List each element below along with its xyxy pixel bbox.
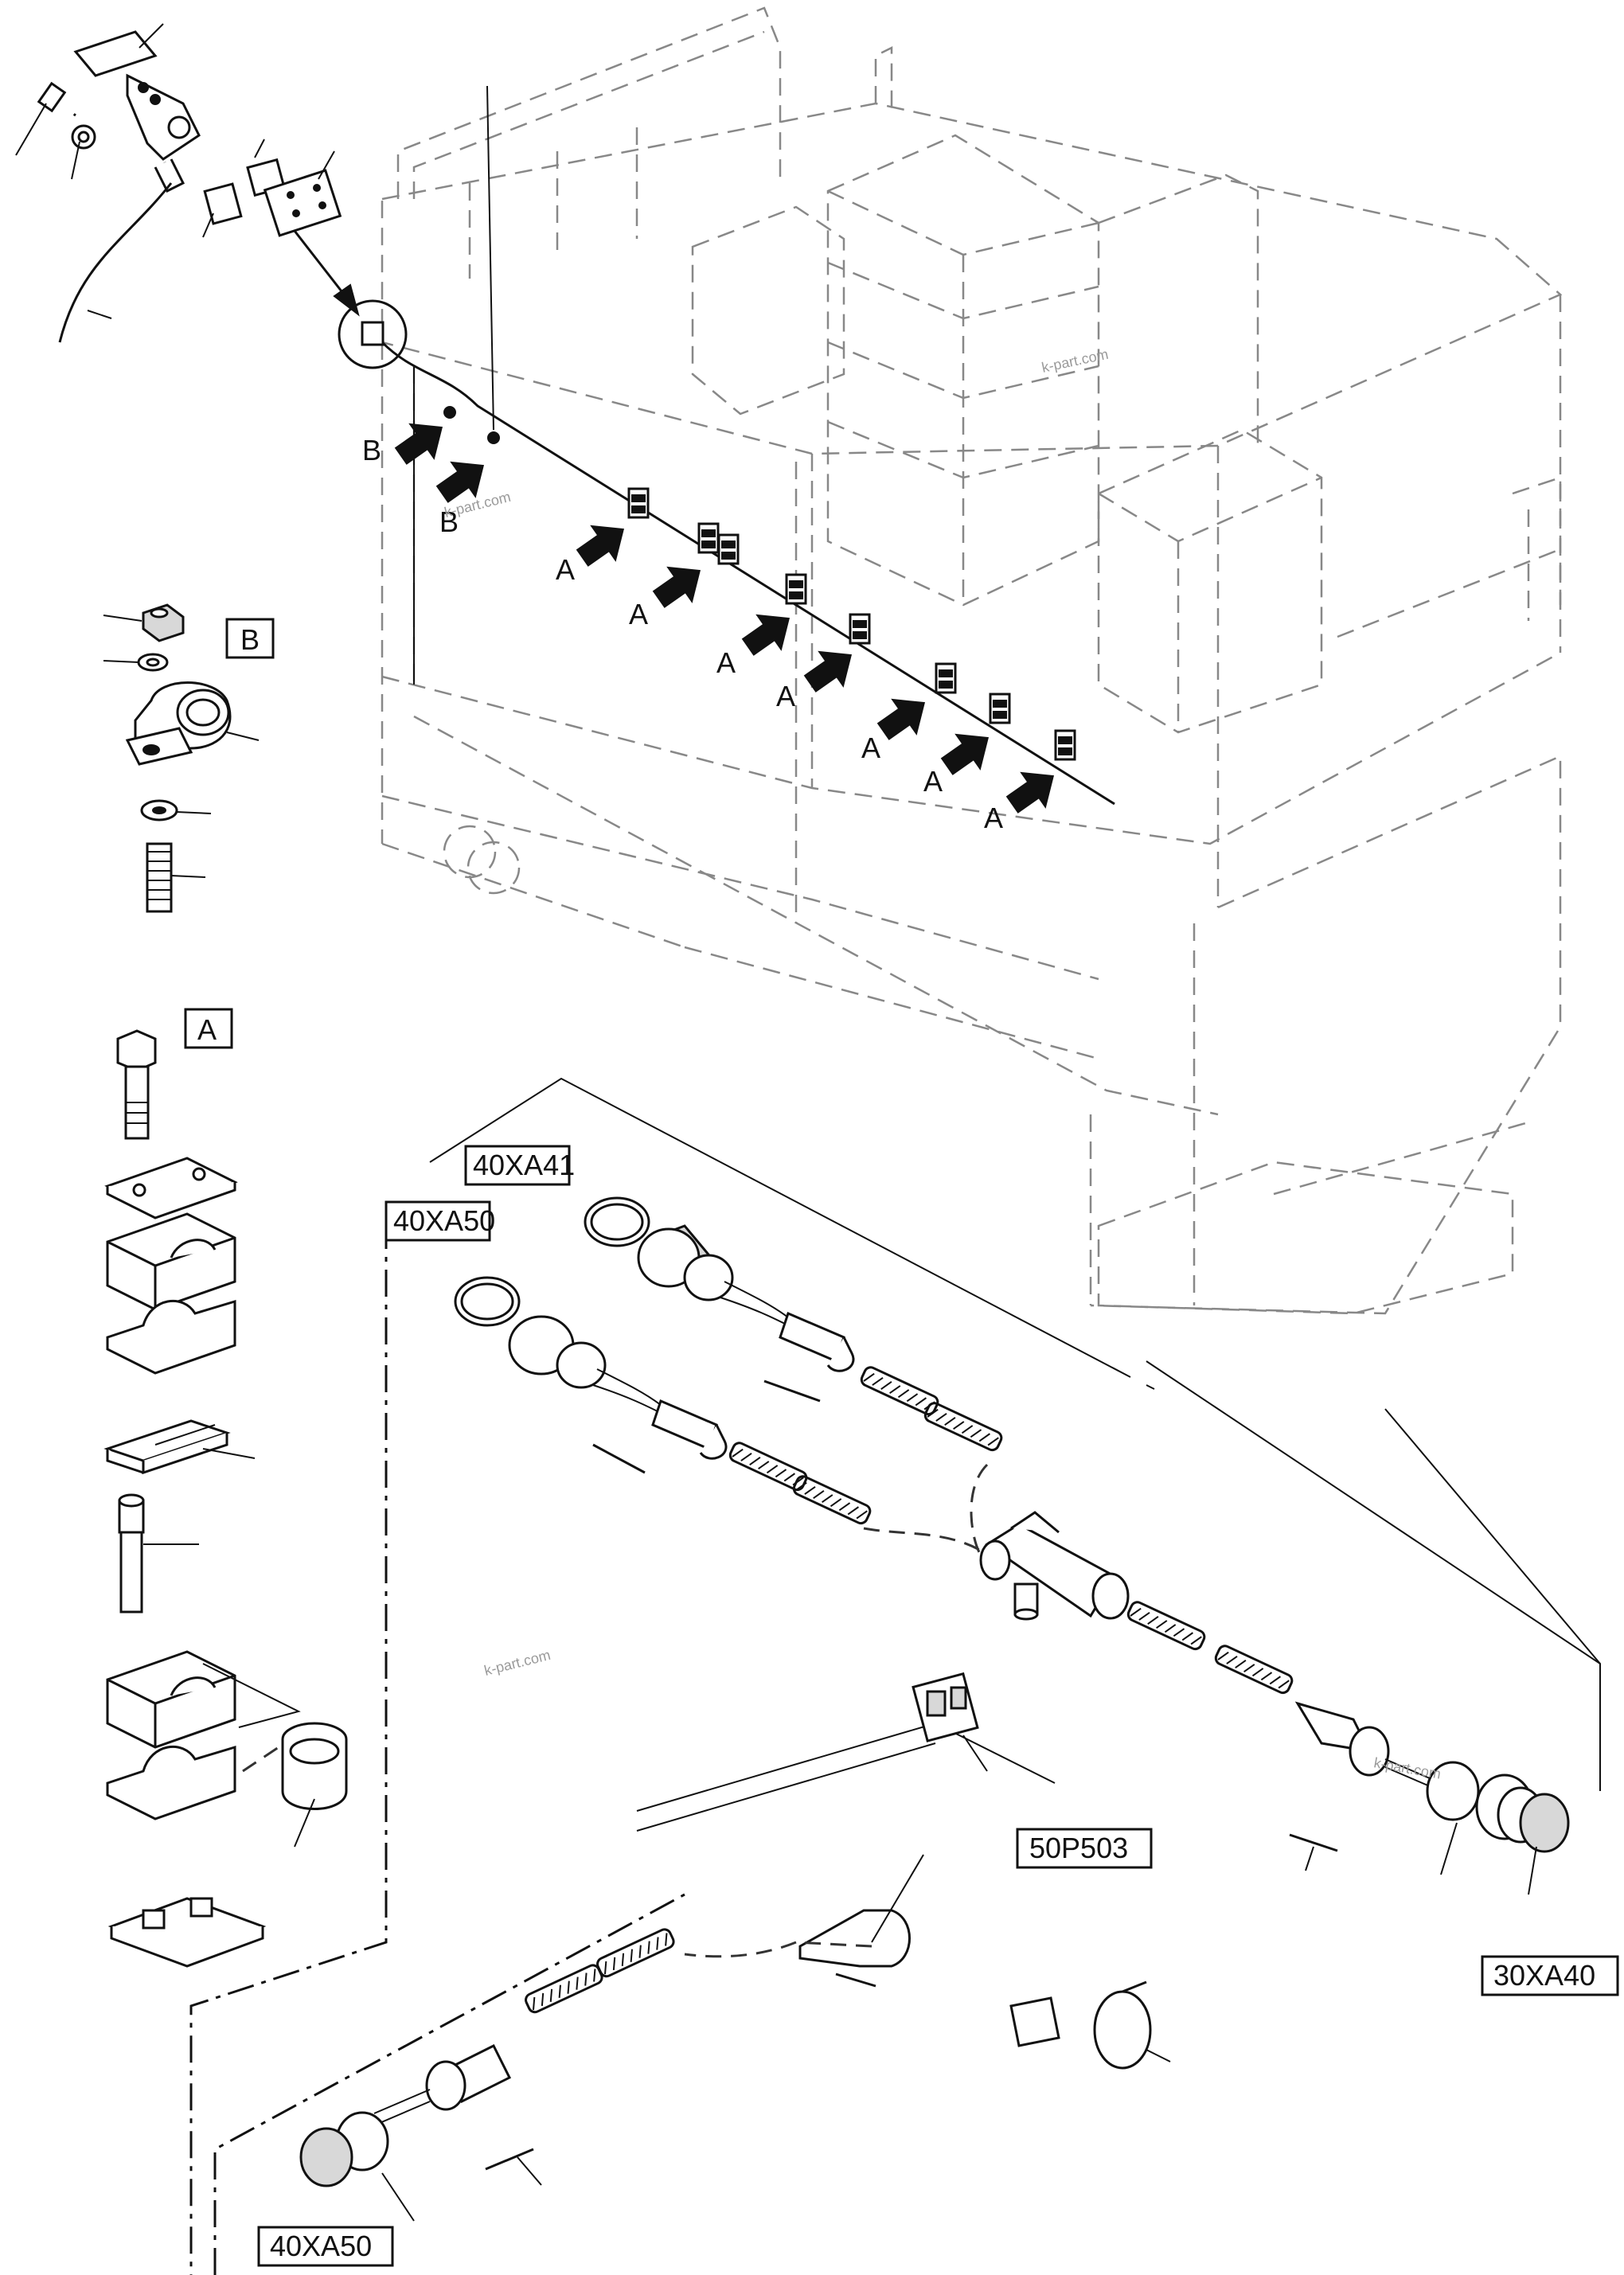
filled-arrow-icon (388, 409, 455, 474)
callout-a: A (984, 802, 1003, 834)
callout-a: A (716, 646, 736, 679)
callout-letters: B B A A A A A A A (362, 434, 1003, 834)
detail-a-box (184, 1008, 233, 1049)
machine-frame (381, 6, 1563, 1315)
label-box (1016, 1828, 1153, 1869)
label-box (464, 1145, 571, 1186)
harness-40xa41 (584, 1196, 1003, 1452)
label-box (1481, 1955, 1619, 1996)
filled-arrow-icon (1000, 758, 1066, 822)
harness-40xa50-top (454, 1276, 872, 1525)
connector-assembly (189, 1077, 1601, 2275)
connector-label-30xa40: 30XA40 (1493, 1959, 1595, 1992)
connector-label-50p503: 50P503 (1029, 1832, 1128, 1864)
filled-arrow-icon (798, 637, 864, 701)
detail-a-label: A (197, 1013, 217, 1046)
callout-arrows (293, 230, 1066, 822)
callout-a: A (861, 732, 880, 764)
label-box (385, 1200, 491, 1242)
callout-a: A (776, 680, 795, 712)
callout-a: A (923, 765, 943, 798)
junction-tee (863, 1463, 1130, 1621)
connector-label-40xa50-top: 40XA50 (393, 1204, 495, 1237)
connector-label-40xa50-bottom: 40XA50 (270, 2230, 372, 2262)
watermark: k-part.com (482, 1647, 552, 1679)
callout-b: B (362, 434, 381, 466)
bracket-detail (15, 23, 342, 343)
connector-label-40xa41: 40XA41 (473, 1149, 575, 1181)
harness-50p503 (795, 1672, 1171, 2070)
callout-a: A (556, 553, 575, 586)
detail-b: B (103, 603, 275, 913)
filled-arrow-icon (736, 600, 802, 665)
label-box (257, 2226, 394, 2267)
harness-30xa40 (1126, 1601, 1570, 1895)
filled-arrow-icon (935, 720, 1001, 784)
filled-arrow-icon (570, 511, 636, 576)
callout-b: B (439, 505, 459, 538)
detail-b-box (225, 618, 275, 659)
harness-run (338, 85, 1115, 806)
connector-labels: 40XA41 40XA50 50P503 30XA40 40XA50 (257, 1145, 1619, 2267)
detail-a: A (103, 1008, 348, 1968)
callout-a: A (629, 598, 648, 630)
filled-arrow-icon (871, 685, 937, 749)
harness-40xa50-bottom (299, 1928, 797, 2222)
watermark: k-part.com (1372, 1754, 1442, 1781)
detail-b-label: B (240, 623, 260, 656)
watermark: k-part.com (1040, 346, 1110, 376)
filled-arrow-icon (646, 552, 712, 617)
